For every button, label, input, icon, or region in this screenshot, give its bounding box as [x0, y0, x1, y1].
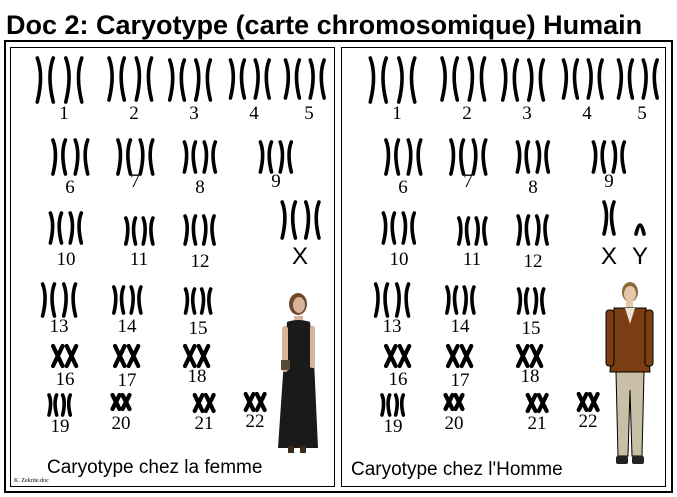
chromosome-pair-1	[27, 56, 92, 106]
chromosome-pair-20	[107, 393, 135, 413]
chromosome-pair-15	[178, 287, 218, 317]
chromosome-label-2: 2	[129, 104, 139, 123]
chromosome-pair-2	[432, 56, 495, 104]
chromosome-label-18: 18	[521, 367, 540, 386]
sex-chromosome-x	[273, 200, 328, 242]
chromosome-label-5: 5	[304, 104, 314, 123]
chromosome-label-9: 9	[604, 172, 614, 191]
chromosome-pair-8	[176, 140, 224, 176]
chromosome-label-8: 8	[528, 178, 538, 197]
chromosome-pair-8	[509, 140, 557, 176]
chromosome-label-8: 8	[195, 178, 205, 197]
chromosome-pair-14	[106, 285, 149, 317]
chromosome-label-7: 7	[463, 172, 473, 191]
chromosome-pair-12	[177, 214, 222, 248]
chromosome-pair-11	[118, 216, 161, 248]
chromosome-label-22: 22	[579, 412, 598, 431]
chromosome-label-6: 6	[65, 178, 75, 197]
chromosome-label-14: 14	[118, 317, 137, 336]
chromosome-pair-16	[47, 344, 82, 370]
sex-chromosome-y	[630, 214, 650, 238]
chromosome-pair-10	[42, 211, 90, 247]
chromosome-label-9: 9	[271, 172, 281, 191]
chromosome-pair-5	[276, 58, 334, 102]
chromosome-label-1: 1	[392, 104, 402, 123]
chromosome-pair-13	[367, 282, 417, 320]
chromosome-label-4: 4	[582, 104, 592, 123]
chromosome-pair-2	[99, 56, 162, 104]
chromosome-pair-3	[160, 58, 220, 104]
sex-chromosome-x	[599, 200, 619, 238]
chromosome-pair-21	[522, 393, 552, 415]
chromosome-pair-5	[609, 58, 667, 102]
chromosome-label-6: 6	[398, 178, 408, 197]
chromosome-label-19: 19	[384, 417, 403, 436]
chromosome-label-5: 5	[637, 104, 647, 123]
chromosome-label-20: 20	[445, 414, 464, 433]
chromosome-pair-3	[493, 58, 553, 104]
man-figure-icon	[604, 280, 654, 470]
chromosome-label-4: 4	[249, 104, 259, 123]
chromosome-label-12: 12	[524, 252, 543, 271]
chromosome-pair-15	[511, 287, 551, 317]
chromosome-label-15: 15	[189, 319, 208, 338]
chromosome-label-19: 19	[51, 417, 70, 436]
sex-label-y: Y	[632, 245, 648, 269]
chromosome-pair-12	[510, 214, 555, 248]
chromosome-label-3: 3	[189, 104, 199, 123]
chromosome-label-14: 14	[451, 317, 470, 336]
chromosome-label-11: 11	[463, 250, 481, 269]
page-title: Doc 2: Caryotype (carte chromosomique) H…	[6, 10, 642, 41]
chromosome-label-11: 11	[130, 250, 148, 269]
female-caption: Caryotype chez la femme	[47, 458, 262, 477]
chromosome-label-10: 10	[57, 250, 76, 269]
chromosome-label-16: 16	[389, 370, 408, 389]
chromosome-label-7: 7	[130, 172, 140, 191]
chromosome-pair-21	[189, 393, 219, 415]
chromosome-label-15: 15	[522, 319, 541, 338]
chromosome-pair-17	[109, 344, 144, 370]
chromosome-label-21: 21	[528, 414, 547, 433]
chromosome-label-10: 10	[390, 250, 409, 269]
chromosome-pair-4	[221, 58, 279, 102]
sex-label-x: X	[601, 245, 617, 269]
chromosome-label-13: 13	[50, 317, 69, 336]
chromosome-label-21: 21	[195, 414, 214, 433]
chromosome-pair-1	[360, 56, 425, 106]
chromosome-label-16: 16	[56, 370, 75, 389]
chromosome-label-22: 22	[246, 412, 265, 431]
woman-figure-icon	[270, 290, 325, 455]
chromosome-pair-20	[440, 393, 468, 413]
chromosome-pair-16	[380, 344, 415, 370]
credit-text: K. Zekrite.doc	[14, 478, 49, 484]
chromosome-label-3: 3	[522, 104, 532, 123]
chromosome-label-18: 18	[188, 367, 207, 386]
chromosome-label-17: 17	[118, 371, 137, 390]
chromosome-label-17: 17	[451, 371, 470, 390]
chromosome-pair-6	[377, 138, 430, 178]
male-caption: Caryotype chez l'Homme	[351, 460, 563, 479]
chromosome-pair-14	[439, 285, 482, 317]
chromosome-pair-17	[442, 344, 477, 370]
chromosome-pair-11	[451, 216, 494, 248]
chromosome-label-1: 1	[59, 104, 69, 123]
chromosome-label-20: 20	[112, 414, 131, 433]
chromosome-pair-10	[375, 211, 423, 247]
chromosome-pair-13	[34, 282, 84, 320]
chromosome-label-13: 13	[383, 317, 402, 336]
chromosome-pair-4	[554, 58, 612, 102]
chromosome-label-12: 12	[191, 252, 210, 271]
chromosome-label-2: 2	[462, 104, 472, 123]
sex-label-x: X	[292, 245, 308, 269]
chromosome-pair-6	[44, 138, 97, 178]
